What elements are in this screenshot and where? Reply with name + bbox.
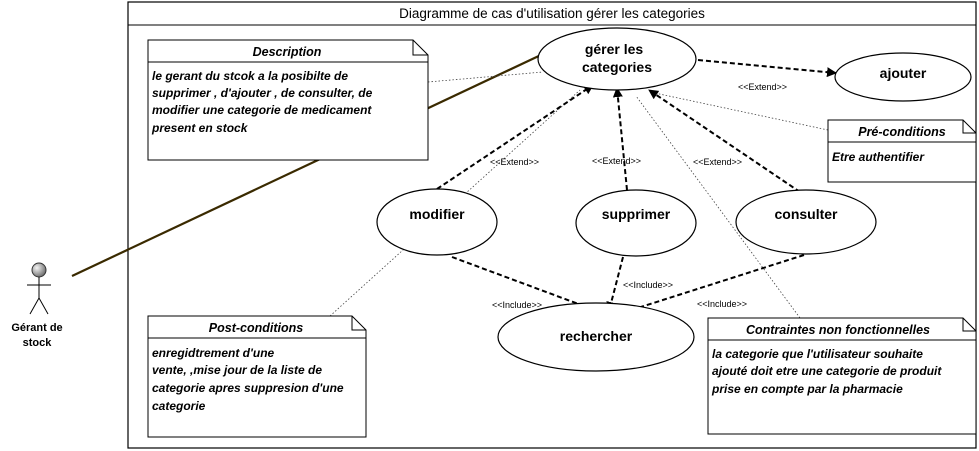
include-label-consulter: <<Include>> — [697, 299, 747, 309]
note-title: Description — [253, 45, 322, 59]
note-line: la categorie que l'utilisateur souhaite — [712, 347, 923, 361]
use-case-ajouter[interactable]: ajouter — [834, 52, 972, 102]
extend-relations — [436, 59, 837, 193]
extend-label-supprimer: <<Extend>> — [592, 156, 641, 166]
extend-label-modifier: <<Extend>> — [490, 157, 539, 167]
note-title: Post-conditions — [209, 321, 303, 335]
use-case-label-consulter: consulter — [774, 206, 838, 222]
note-line: enregidtrement d'une — [152, 346, 275, 360]
use-case-label-rechercher: rechercher — [560, 328, 633, 344]
use-case-label-supprimer: supprimer — [602, 206, 671, 222]
note-title: Pré-conditions — [858, 125, 946, 139]
note-line: categorie apres suppresion d'une — [152, 381, 344, 395]
use-case-supprimer[interactable]: supprimer — [575, 189, 697, 257]
use-case-label-gerer-line1: gérer les — [585, 41, 644, 57]
note-line: prise en compte par la pharmacie — [711, 382, 903, 396]
note-line: Etre authentifier — [832, 150, 925, 164]
include-relations — [451, 254, 805, 316]
use-case-consulter[interactable]: consulter — [735, 189, 877, 255]
note-constraints: Contraintes non fonctionnelles la catego… — [707, 317, 977, 435]
actor-label-line2: stock — [23, 337, 53, 349]
actor-gerant-de-stock: Gérant de stock — [11, 262, 63, 349]
actor-label-line1: Gérant de — [11, 322, 62, 334]
stick-figure-actor-icon — [27, 262, 51, 315]
note-postconditions: Post-conditions enregidtrement d'une ven… — [147, 315, 367, 438]
use-case-label-ajouter: ajouter — [880, 65, 927, 81]
use-case-rechercher[interactable]: rechercher — [497, 302, 695, 372]
stereotype-labels: <<Extend>> <<Extend>> <<Extend>> <<Exten… — [490, 82, 787, 310]
use-case-modifier[interactable]: modifier — [376, 188, 498, 256]
extend-label-consulter: <<Extend>> — [693, 157, 742, 167]
diagram-title: Diagramme de cas d'utilisation gérer les… — [399, 6, 705, 21]
note-title: Contraintes non fonctionnelles — [746, 323, 930, 337]
note-line: ajouté doit etre une categorie de produi… — [712, 364, 942, 378]
note-line: categorie — [152, 399, 206, 413]
use-case-label-modifier: modifier — [409, 206, 465, 222]
note-line: le gerant du stcok a la posibilte de — [152, 69, 348, 83]
note-line: vente, ,mise jour de la liste de — [152, 363, 322, 377]
use-case-label-gerer-line2: categories — [582, 59, 652, 75]
extend-label-ajouter: <<Extend>> — [738, 82, 787, 92]
note-description: Description le gerant du stcok a la posi… — [147, 39, 429, 161]
association-line — [71, 53, 544, 277]
note-line: supprimer , d'ajouter , de consulter, de — [152, 86, 373, 100]
note-line: modifier une categorie de medicament — [152, 103, 372, 117]
include-label-modifier: <<Include>> — [492, 300, 542, 310]
note-line: present en stock — [151, 121, 249, 135]
include-label-supprimer: <<Include>> — [623, 280, 673, 290]
note-preconditions: Pré-conditions Etre authentifier — [827, 119, 977, 183]
use-case-gerer-categories[interactable]: gérer les categories — [537, 27, 697, 91]
